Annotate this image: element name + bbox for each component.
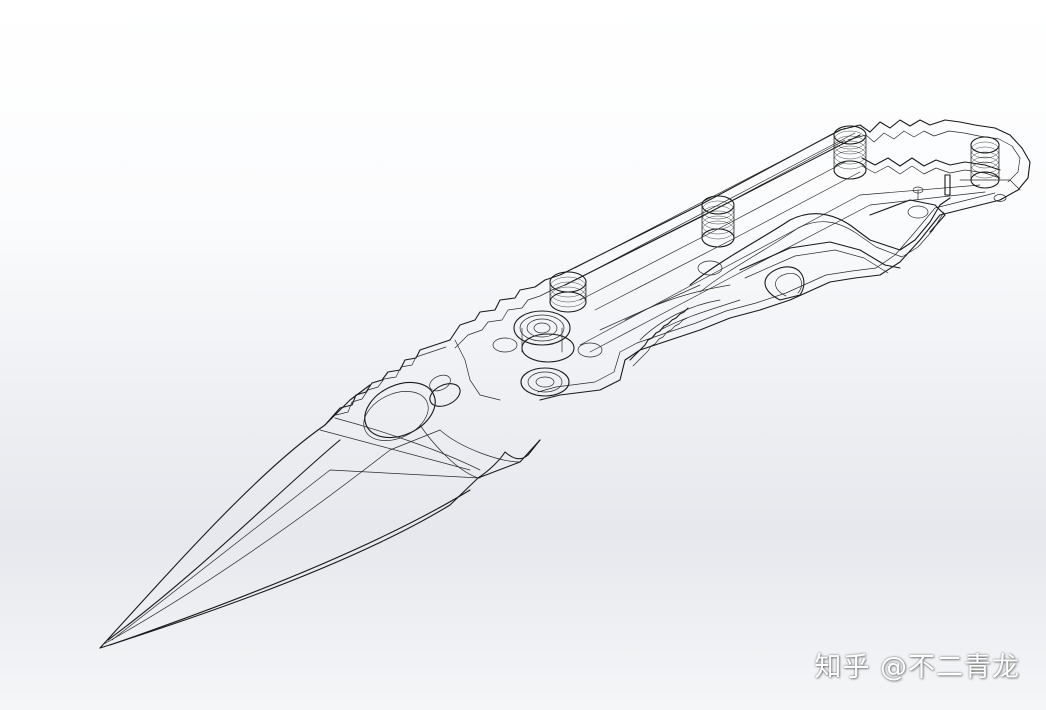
handle-scale [449,119,1031,401]
blade-spine [324,339,451,426]
handle-frame-lines [574,127,861,311]
blade [99,384,541,649]
watermark-text: 知乎 @不二青龙 [814,652,1020,683]
standoffs [549,125,1000,313]
pocket-clip [912,174,1021,202]
pivot [492,310,603,397]
liner-lock [624,197,951,367]
thumb-hole [363,374,461,441]
